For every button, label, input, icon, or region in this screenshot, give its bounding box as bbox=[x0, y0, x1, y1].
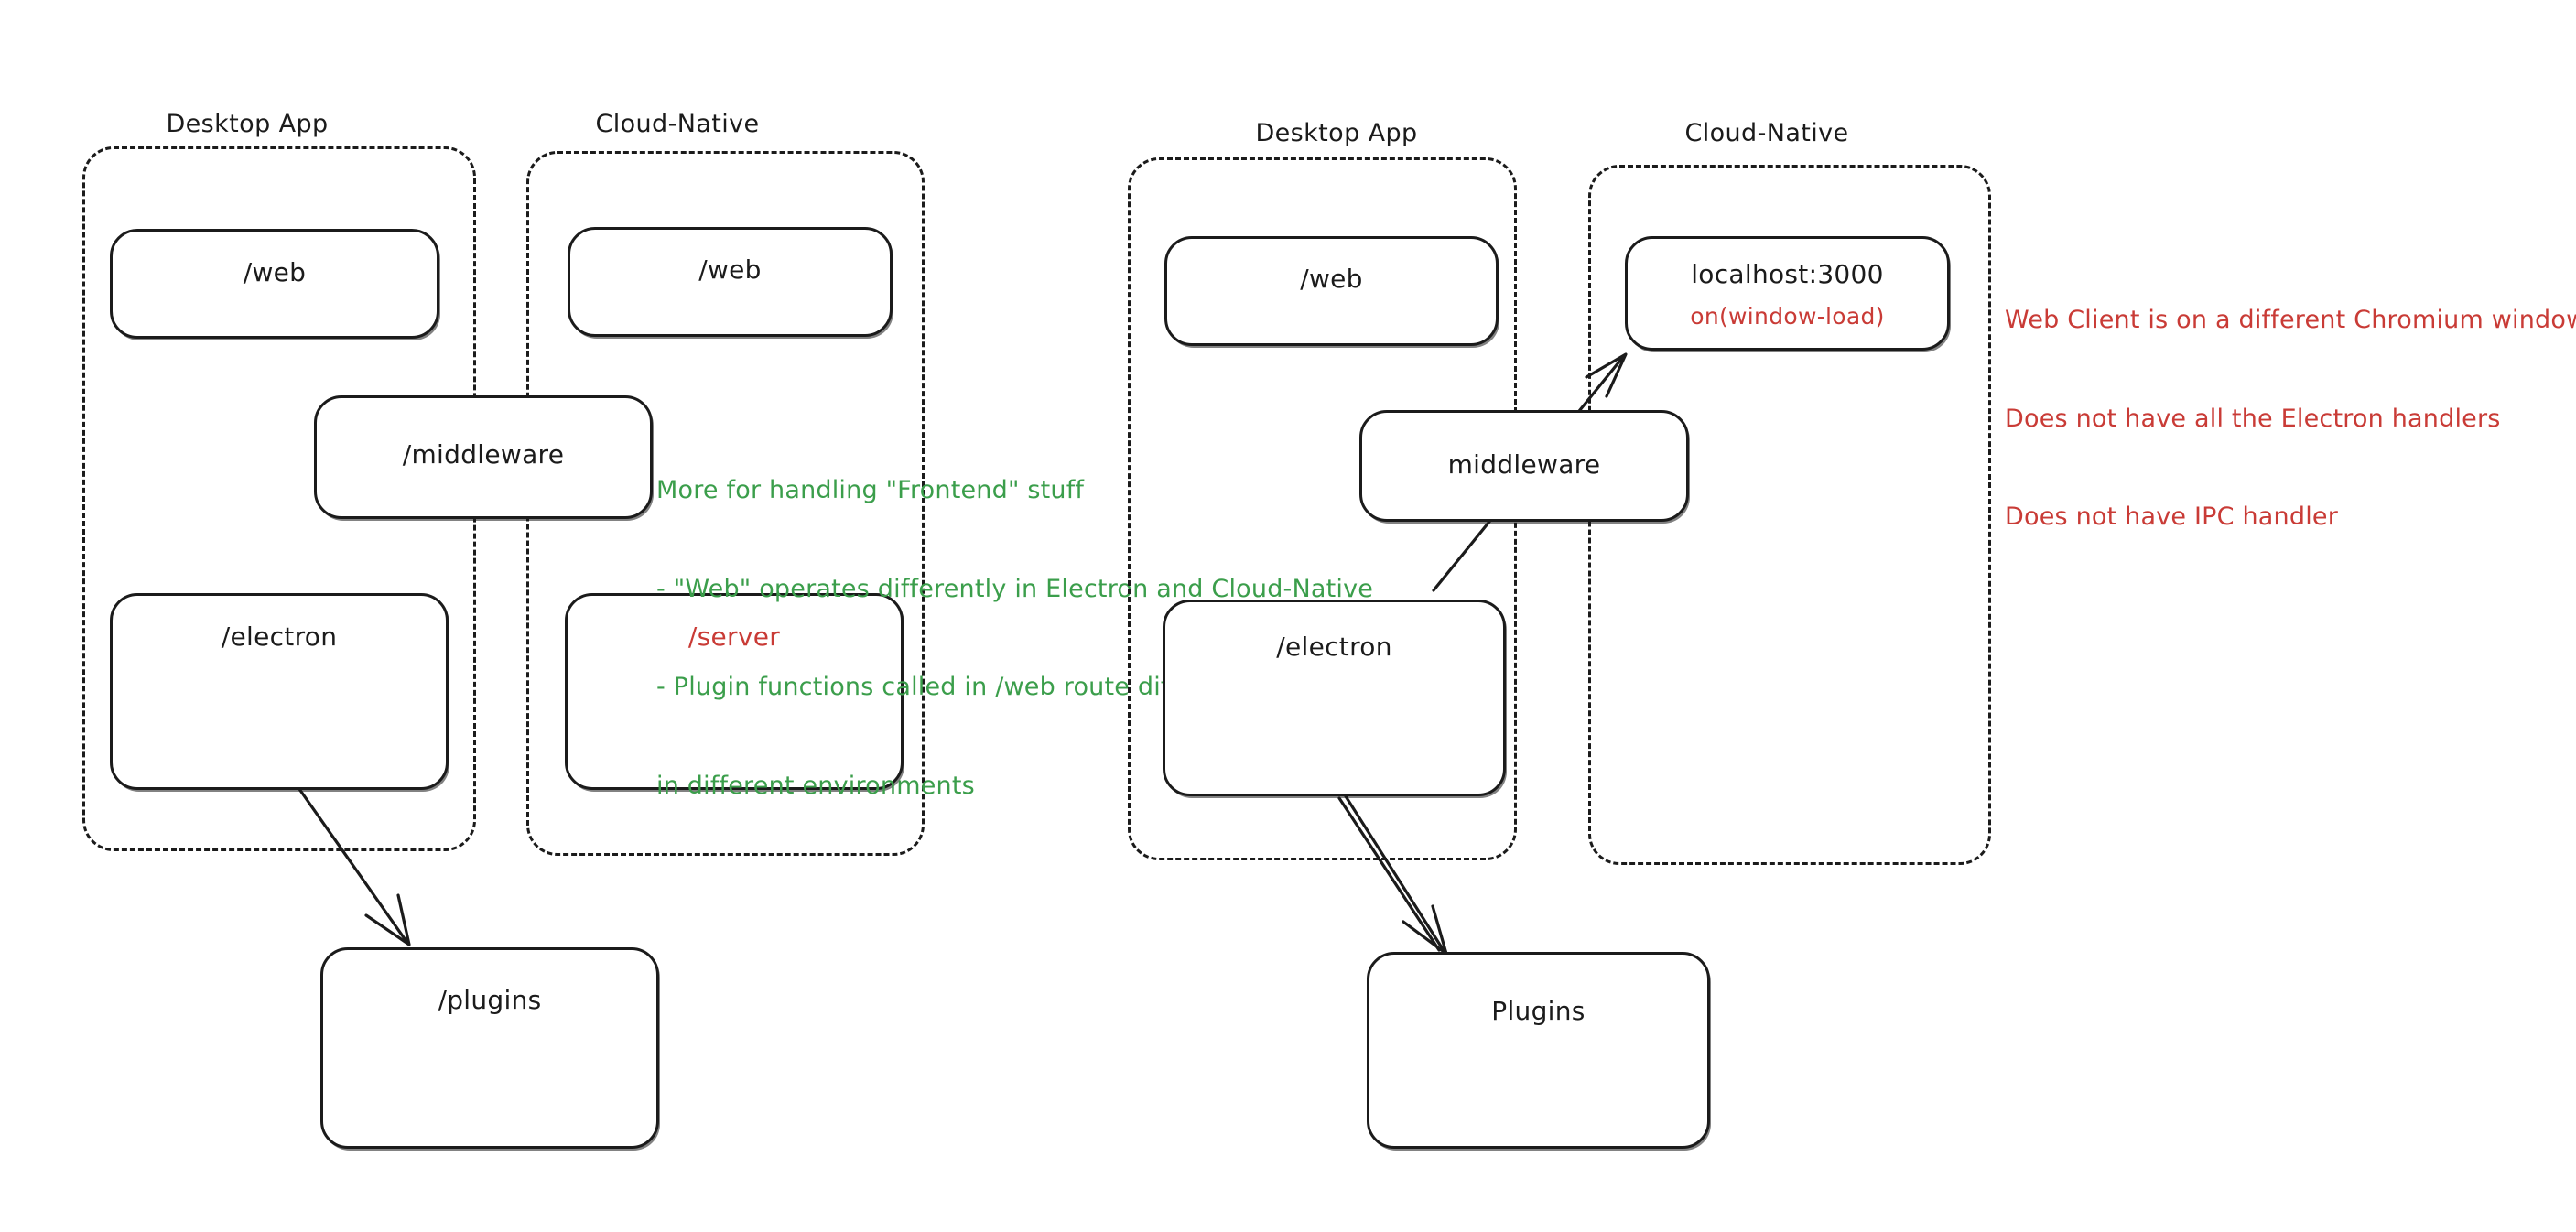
right-desktop-app-group-label: Desktop App bbox=[1255, 119, 1418, 147]
right-red-annotation-line-3: Does not have IPC handler bbox=[2005, 503, 2339, 532]
node-left-cloud-web-label: /web bbox=[698, 254, 762, 285]
node-right-localhost-sublabel: on(window-load) bbox=[1690, 303, 1885, 330]
node-left-desktop-web-label: /web bbox=[243, 257, 307, 287]
arrow-right-electron-to-plugins-head bbox=[1402, 904, 1448, 956]
arrow-left-electron-to-plugins-head bbox=[364, 893, 411, 946]
node-right-desktop-web[interactable]: /web bbox=[1164, 236, 1499, 346]
node-left-cloud-web[interactable]: /web bbox=[568, 227, 893, 337]
node-right-plugins-label: Plugins bbox=[1491, 996, 1586, 1026]
left-green-annotation-line-2: - "Web" operates differently in Electron… bbox=[656, 574, 1374, 603]
node-right-localhost-label: localhost:3000 bbox=[1691, 259, 1884, 289]
left-desktop-app-group-label: Desktop App bbox=[166, 110, 329, 138]
node-left-middleware-label: /middleware bbox=[402, 439, 565, 470]
right-red-annotation-line-1: Web Client is on a different Chromium wi… bbox=[2005, 305, 2576, 334]
node-left-server[interactable]: /server bbox=[565, 593, 904, 790]
node-right-middleware-label: middleware bbox=[1447, 449, 1601, 480]
node-left-middleware[interactable]: /middleware bbox=[314, 395, 653, 519]
node-left-plugins[interactable]: /plugins bbox=[320, 947, 659, 1149]
node-right-middleware[interactable]: middleware bbox=[1359, 410, 1689, 522]
node-left-plugins-label: /plugins bbox=[438, 985, 542, 1015]
node-left-electron-label: /electron bbox=[221, 621, 338, 652]
right-cloud-native-group-label: Cloud-Native bbox=[1684, 119, 1849, 147]
left-green-annotation-line-4: in different environments bbox=[656, 771, 975, 800]
right-red-annotation-line-2: Does not have all the Electron handlers bbox=[2005, 404, 2501, 433]
node-right-desktop-web-label: /web bbox=[1300, 264, 1363, 294]
node-left-server-label: /server bbox=[687, 621, 781, 652]
node-left-desktop-web[interactable]: /web bbox=[110, 229, 439, 339]
left-green-annotation-line-1: More for handling "Frontend" stuff bbox=[656, 475, 1085, 504]
node-right-electron[interactable]: /electron bbox=[1163, 600, 1506, 796]
node-right-plugins[interactable]: Plugins bbox=[1367, 952, 1710, 1149]
left-cloud-native-group-label: Cloud-Native bbox=[595, 110, 760, 138]
node-right-localhost[interactable]: localhost:3000 on(window-load) bbox=[1625, 236, 1950, 351]
node-left-electron[interactable]: /electron bbox=[110, 593, 449, 790]
node-right-electron-label: /electron bbox=[1276, 632, 1392, 662]
right-red-annotation: Web Client is on a different Chromium wi… bbox=[2005, 238, 2576, 600]
